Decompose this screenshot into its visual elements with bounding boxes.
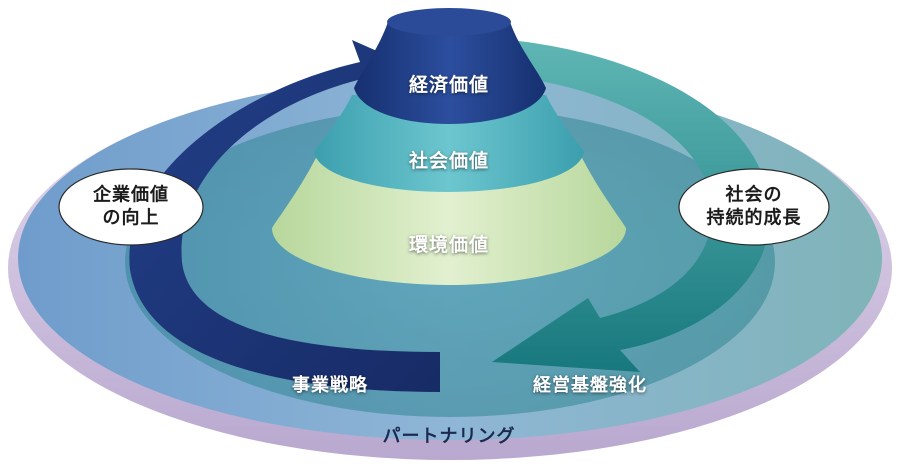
ring-label-left: 事業戦略 bbox=[292, 374, 368, 396]
arrow-right bbox=[492, 40, 770, 372]
callout-left-line1: 企業価値 bbox=[93, 184, 169, 206]
callout-left: 企業価値 の向上 bbox=[93, 185, 169, 230]
tier-top bbox=[354, 22, 546, 124]
callout-right: 社会の 持続的成長 bbox=[707, 185, 802, 230]
tier-middle-label: 社会価値 bbox=[408, 150, 490, 173]
tier-middle bbox=[314, 95, 584, 192]
callout-right-line2: 持続的成長 bbox=[706, 207, 802, 228]
callout-right-bubble bbox=[678, 168, 830, 246]
callout-left-bubble bbox=[58, 168, 204, 246]
tier-top-cap bbox=[387, 8, 511, 36]
arrow-left bbox=[129, 40, 441, 392]
base-label: パートナリング bbox=[382, 425, 516, 447]
tier-top-label: 経済価値 bbox=[408, 74, 490, 97]
callout-left-line2: の向上 bbox=[102, 207, 160, 228]
tier-bottom bbox=[272, 150, 626, 285]
tier-bottom-label: 環境価値 bbox=[408, 234, 490, 257]
callout-right-line1: 社会の bbox=[725, 184, 783, 206]
ring-label-right: 経営基盤強化 bbox=[533, 374, 647, 396]
